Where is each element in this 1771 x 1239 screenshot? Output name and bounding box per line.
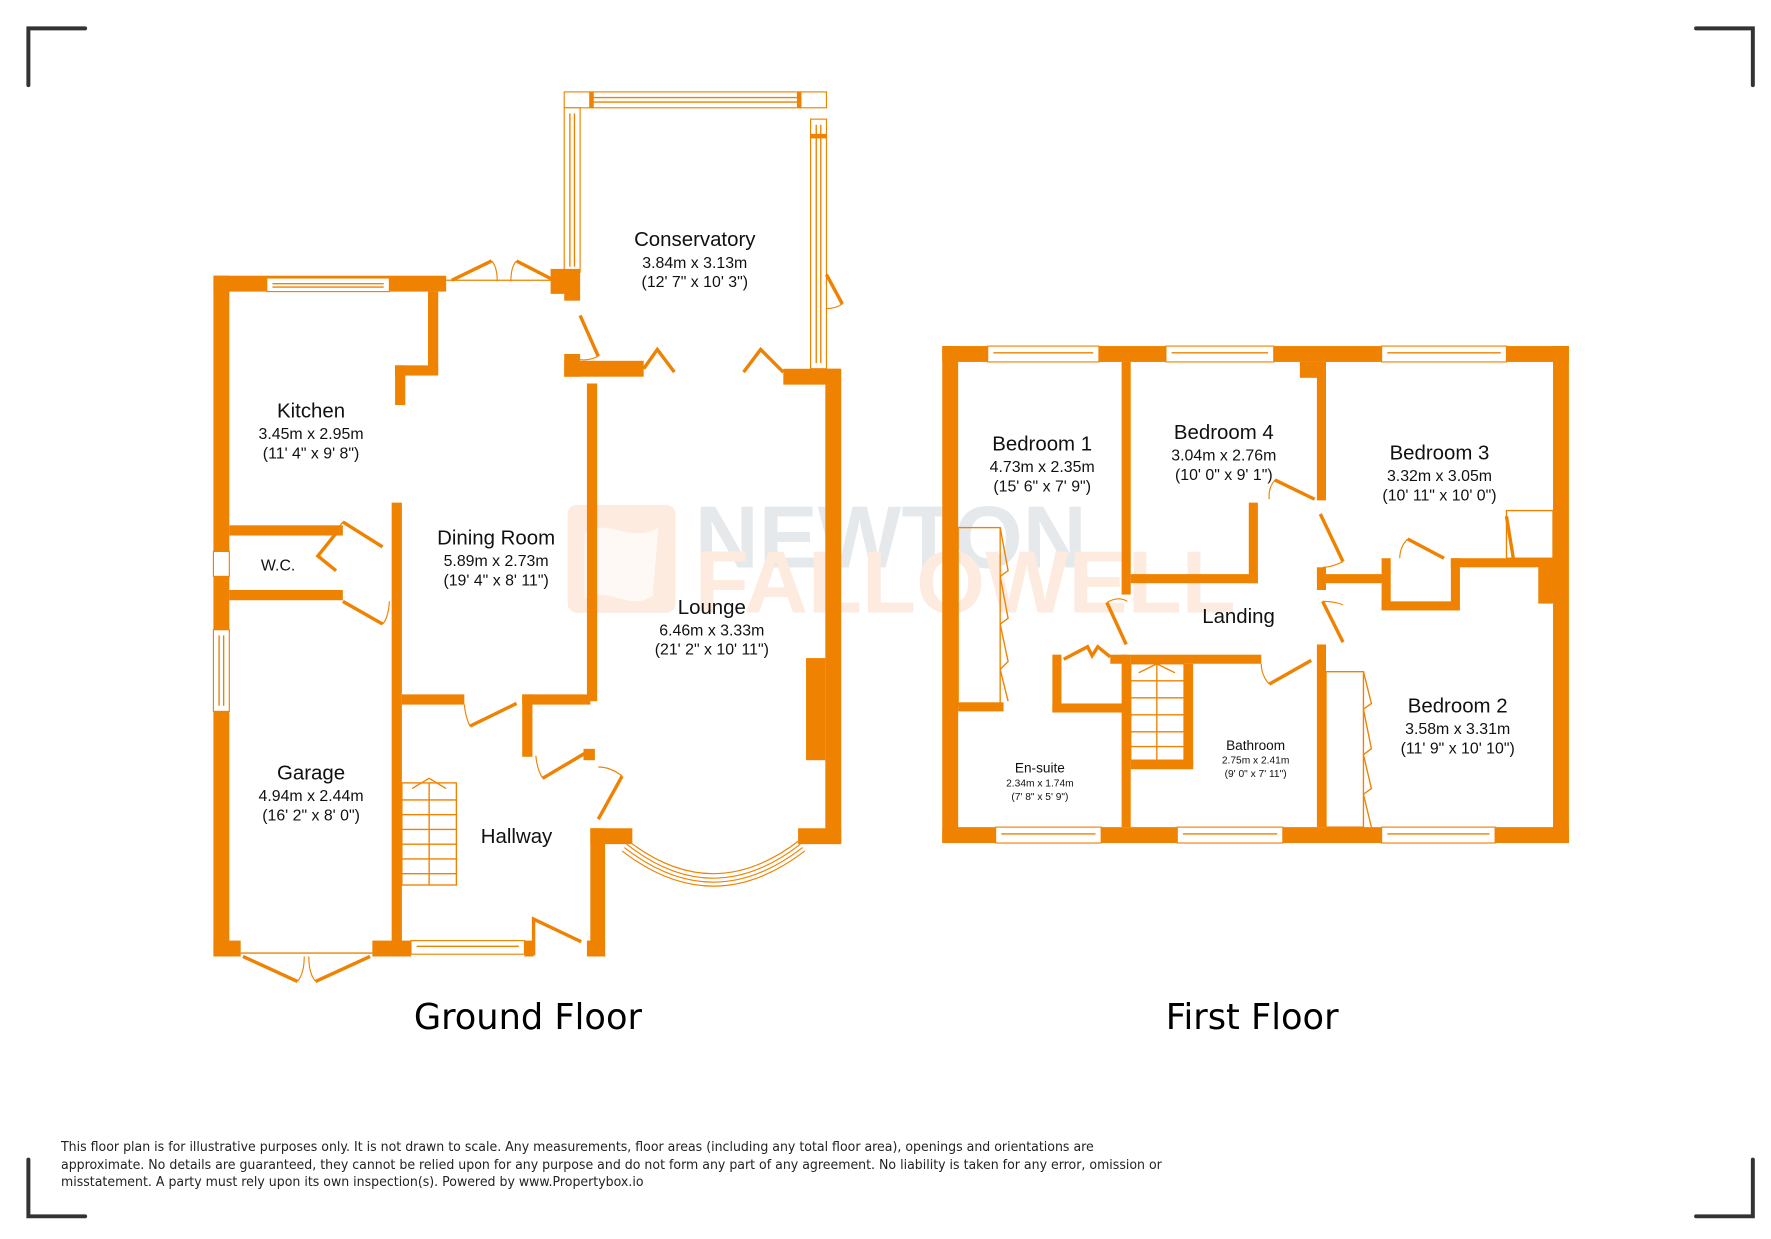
- room-name: Garage: [277, 762, 345, 784]
- room-name: Bedroom 3: [1390, 443, 1490, 465]
- room-bathroom: Bathroom 2.75m x 2.41m (9' 0" x 7' 11"): [1222, 738, 1290, 780]
- room-name: Bathroom: [1226, 738, 1285, 753]
- first-floor-labels: Bedroom 1 4.73m x 2.35m (15' 6" x 7' 9")…: [990, 422, 1515, 1038]
- room-bedroom-2: Bedroom 2 3.58m x 3.31m (11' 9" x 10' 10…: [1401, 696, 1515, 758]
- room-dimensions-metric: 5.89m x 2.73m: [444, 553, 549, 570]
- room-bedroom-3: Bedroom 3 3.32m x 3.05m (10' 11" x 10' 0…: [1382, 443, 1496, 505]
- corner-mark-bottom-right: [1694, 1157, 1755, 1219]
- room-dimensions-metric: 6.46m x 3.33m: [659, 622, 764, 639]
- room-name: Bedroom 1: [992, 433, 1092, 455]
- room-bedroom-4: Bedroom 4 3.04m x 2.76m (10' 0" x 9' 1"): [1171, 422, 1276, 484]
- room-hallway: Hallway: [481, 826, 553, 848]
- room-dimensions-imperial: (11' 4" x 9' 8"): [263, 445, 359, 462]
- room-name: Conservatory: [634, 229, 756, 251]
- room-landing: Landing: [1202, 606, 1275, 628]
- corner-mark-bottom-left: [26, 1157, 88, 1219]
- room-name: Dining Room: [437, 528, 555, 550]
- room-dimensions-metric: 4.94m x 2.44m: [259, 788, 364, 805]
- room-conservatory: Conservatory 3.84m x 3.13m (12' 7" x 10'…: [634, 229, 756, 291]
- room-name: Lounge: [678, 597, 746, 619]
- room-dimensions-metric: 2.75m x 2.41m: [1222, 756, 1290, 767]
- first-floor-staircase: [1130, 662, 1185, 761]
- room-name: Bedroom 4: [1174, 422, 1274, 444]
- staircase: [401, 777, 458, 886]
- room-name: Hallway: [481, 826, 553, 848]
- room-dimensions-metric: 3.04m x 2.76m: [1171, 448, 1276, 465]
- corner-mark-top-left: [26, 26, 88, 88]
- floor-title-ground: Ground Floor: [414, 997, 643, 1038]
- room-dimensions-imperial: (12' 7" x 10' 3"): [642, 274, 748, 291]
- room-kitchen: Kitchen 3.45m x 2.95m (11' 4" x 9' 8"): [259, 401, 364, 463]
- room-garage: Garage 4.94m x 2.44m (16' 2" x 8' 0"): [259, 762, 364, 824]
- crop-marks: [26, 26, 1755, 1219]
- watermark-text-newton: NEWTON: [695, 487, 1087, 586]
- room-name: En-suite: [1015, 761, 1065, 776]
- room-name: Kitchen: [277, 401, 345, 423]
- room-dimensions-imperial: (19' 4" x 8' 11"): [443, 572, 548, 589]
- room-dimensions-metric: 3.32m x 3.05m: [1387, 468, 1492, 485]
- room-dimensions-metric: 3.45m x 2.95m: [259, 426, 364, 443]
- room-dimensions-metric: 3.84m x 3.13m: [642, 255, 747, 272]
- room-dimensions-metric: 4.73m x 2.35m: [990, 459, 1095, 476]
- room-bedroom-1: Bedroom 1 4.73m x 2.35m (15' 6" x 7' 9"): [990, 433, 1095, 495]
- room-name: Bedroom 2: [1408, 696, 1508, 718]
- room-dining-room: Dining Room 5.89m x 2.73m (19' 4" x 8' 1…: [437, 528, 555, 590]
- ground-floor-labels: Conservatory 3.84m x 3.13m (12' 7" x 10'…: [259, 229, 769, 1038]
- ground-floor-plan: [212, 91, 844, 983]
- room-dimensions-imperial: (9' 0" x 7' 11"): [1225, 769, 1287, 780]
- room-dimensions-imperial: (11' 9" x 10' 10"): [1401, 740, 1515, 757]
- room-dimensions-imperial: (15' 6" x 7' 9"): [993, 478, 1091, 495]
- room-dimensions-imperial: (10' 11" x 10' 0"): [1382, 487, 1496, 504]
- room-dimensions-metric: 2.34m x 1.74m: [1006, 778, 1074, 789]
- first-floor-plan: [942, 345, 1569, 844]
- room-dimensions-metric: 3.58m x 3.31m: [1405, 721, 1510, 738]
- room-dimensions-imperial: (10' 0" x 9' 1"): [1175, 467, 1273, 484]
- watermark: NEWTON FALLOWELL: [567, 487, 1236, 632]
- room-name: W.C.: [261, 558, 295, 575]
- room-wc: W.C.: [261, 558, 295, 575]
- conservatory-frame: [563, 91, 844, 370]
- bay-window: [621, 839, 806, 887]
- room-dimensions-imperial: (16' 2" x 8' 0"): [262, 807, 360, 824]
- floor-title-first: First Floor: [1166, 997, 1339, 1038]
- room-en-suite: En-suite 2.34m x 1.74m (7' 8" x 5' 9"): [1006, 761, 1074, 803]
- room-lounge: Lounge 6.46m x 3.33m (21' 2" x 10' 11"): [655, 597, 769, 659]
- room-dimensions-imperial: (21' 2" x 10' 11"): [655, 642, 769, 659]
- corner-mark-top-right: [1694, 26, 1755, 88]
- room-name: Landing: [1202, 606, 1275, 628]
- room-dimensions-imperial: (7' 8" x 5' 9"): [1011, 792, 1068, 803]
- disclaimer-text: This floor plan is for illustrative purp…: [61, 1139, 1162, 1190]
